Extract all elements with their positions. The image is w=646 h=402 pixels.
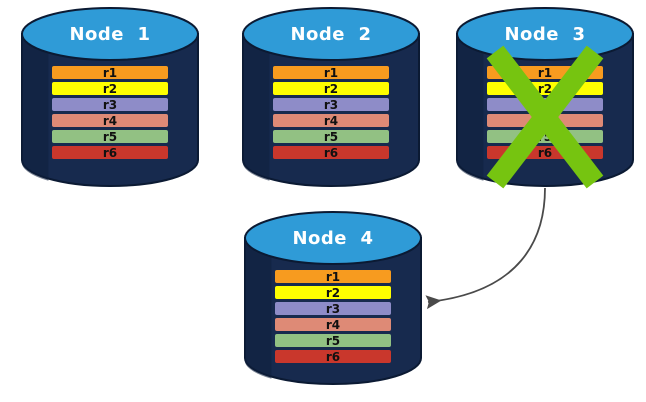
row-r1[interactable]: r1 <box>487 66 603 79</box>
cylinder-shading <box>244 238 272 379</box>
row-r4[interactable]: r4 <box>275 318 391 331</box>
row-r1[interactable]: r1 <box>273 66 389 79</box>
cylinder-top-cap <box>21 7 199 61</box>
row-r3[interactable]: r3 <box>487 98 603 111</box>
row-r2[interactable]: r2 <box>273 82 389 95</box>
cylinder-shading <box>21 34 49 181</box>
row-r1[interactable]: r1 <box>275 270 391 283</box>
row-r5[interactable]: r5 <box>273 130 389 143</box>
row-r6[interactable]: r6 <box>273 146 389 159</box>
row-r2[interactable]: r2 <box>487 82 603 95</box>
row-r6[interactable]: r6 <box>275 350 391 363</box>
row-r3[interactable]: r3 <box>52 98 168 111</box>
row-r6[interactable]: r6 <box>52 146 168 159</box>
row-r1[interactable]: r1 <box>52 66 168 79</box>
row-r5[interactable]: r5 <box>275 334 391 347</box>
cylinder-top-cap <box>242 7 420 61</box>
cylinder-shading <box>456 34 484 181</box>
row-r6[interactable]: r6 <box>487 146 603 159</box>
row-r4[interactable]: r4 <box>273 114 389 127</box>
cylinder-top-cap <box>456 7 634 61</box>
row-r2[interactable]: r2 <box>275 286 391 299</box>
row-r4[interactable]: r4 <box>52 114 168 127</box>
cylinder-top-cap <box>244 211 422 265</box>
row-r4[interactable]: r4 <box>487 114 603 127</box>
row-r2[interactable]: r2 <box>52 82 168 95</box>
failover-arrow-line <box>425 187 546 310</box>
row-r5[interactable]: r5 <box>52 130 168 143</box>
cylinder-shading <box>242 34 270 181</box>
row-r3[interactable]: r3 <box>275 302 391 315</box>
row-r3[interactable]: r3 <box>273 98 389 111</box>
row-r5[interactable]: r5 <box>487 130 603 143</box>
